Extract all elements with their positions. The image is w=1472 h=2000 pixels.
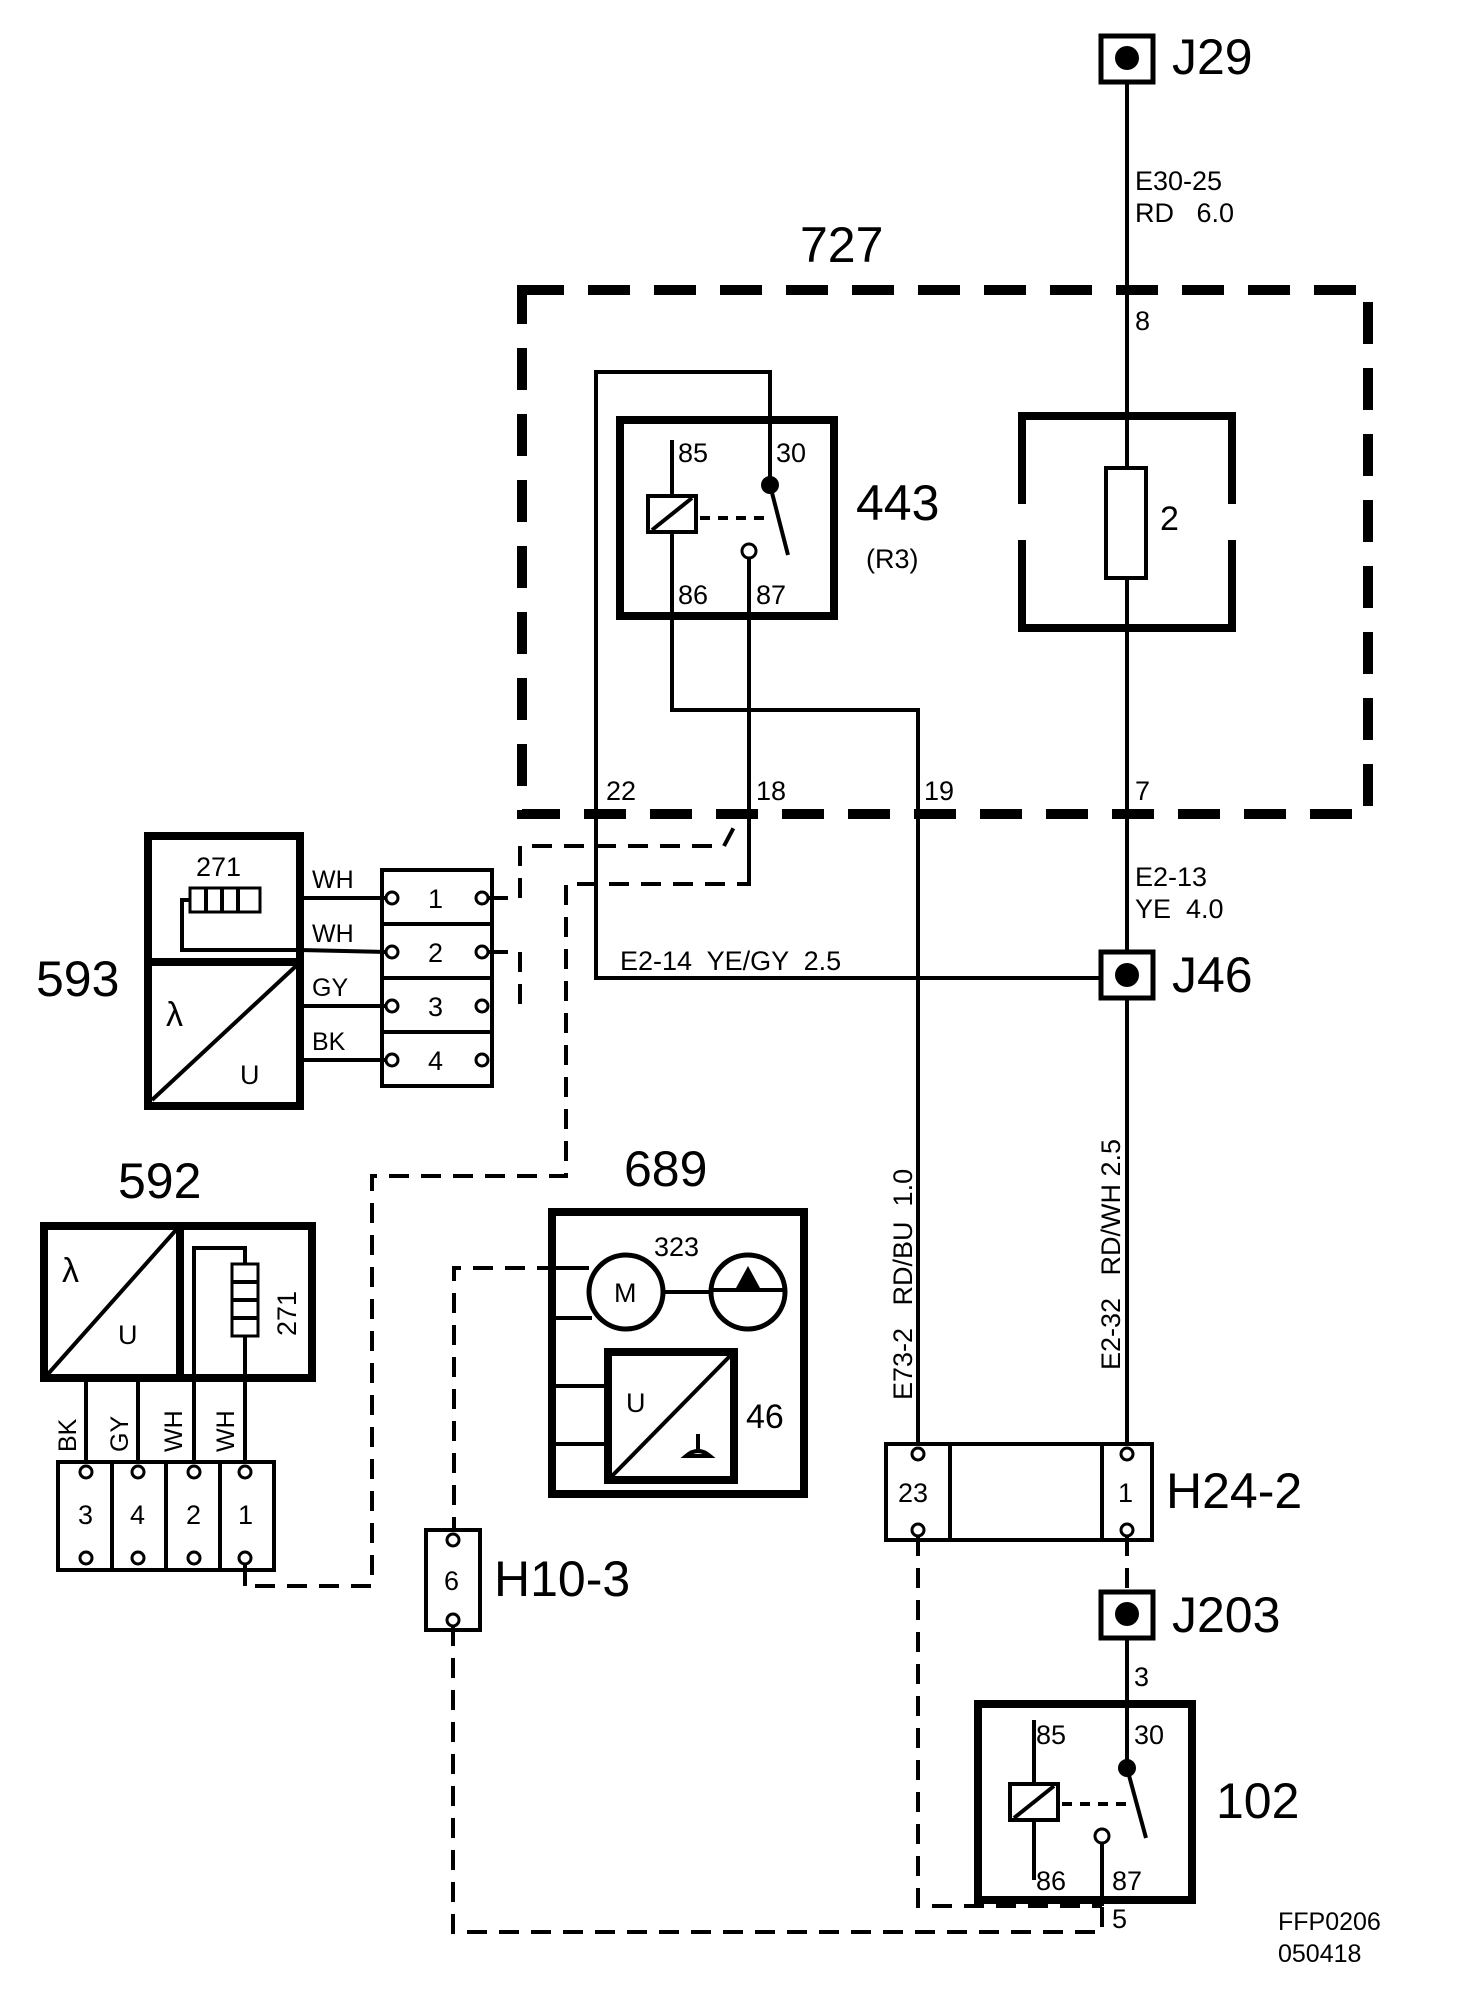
sensor-593-pin-2: 2	[428, 938, 443, 968]
wire-e30-25-spec: RD 6.0	[1135, 198, 1234, 228]
sensor-592-wire-color-3: WH	[160, 1410, 188, 1452]
sensor-593-wire-color-2: WH	[312, 920, 354, 948]
fuse-2-label: 2	[1160, 500, 1179, 538]
fuse-box-pin-19: 19	[924, 776, 954, 806]
relay-102-pin-85: 85	[1036, 1720, 1066, 1750]
oxygen-sensor-593: 271 λ U 593	[36, 832, 304, 1110]
connector-h10-pin-6: 6	[444, 1566, 459, 1596]
sensor-593-wire-color-1: WH	[312, 866, 354, 894]
fuel-pump-sender-u: U	[626, 1388, 646, 1418]
fuel-pump-unit-689: 689 323 M U 46	[548, 1141, 808, 1498]
fuel-pump-323-label: 323	[654, 1232, 699, 1262]
fuse-box-727: 727 22 18 19	[517, 217, 1373, 819]
junction-j203-label: J203	[1172, 1587, 1280, 1643]
sensor-593-wire-color-3: GY	[312, 974, 348, 1002]
sensor-592-connector: BK GY WH WH 3 4 2 1	[54, 1378, 276, 1586]
wire-e73-2-label: E73-2 RD/BU 1.0	[888, 1169, 918, 1400]
sensor-593-lambda: λ	[166, 996, 183, 1034]
fuse-2: 2	[1016, 412, 1238, 632]
sensor-593-heater: 271	[196, 852, 241, 882]
wire-e2-13-code: E2-13	[1135, 862, 1207, 892]
relay-102-pin-3: 3	[1134, 1662, 1149, 1692]
fuel-pump-number: 689	[624, 1141, 707, 1197]
sensor-592-wire-color-4: WH	[212, 1410, 240, 1452]
fuse-box-pin-18: 18	[756, 776, 786, 806]
wire-e2-13-spec: YE 4.0	[1135, 894, 1224, 924]
connector-h24-label: H24-2	[1166, 1463, 1302, 1519]
relay-102: 3 85 30 86 87 5 102	[974, 1662, 1299, 1934]
relay-443-pin-30: 30	[776, 438, 806, 468]
junction-j29-label: J29	[1172, 29, 1253, 85]
junction-j29: J29	[1098, 29, 1253, 85]
relay-443-pin-87: 87	[756, 580, 786, 610]
sensor-593-wire-color-4: BK	[312, 1028, 346, 1056]
sensor-592-pin-2: 2	[186, 1500, 201, 1530]
relay-443-pin-85: 85	[678, 438, 708, 468]
oxygen-sensor-592: 592 λ U 271	[40, 1153, 316, 1382]
fuel-pump-sender-46: 46	[746, 1398, 784, 1436]
junction-j46: J46	[1098, 947, 1253, 1003]
relay-102-pin-5: 5	[1112, 1904, 1127, 1934]
fuse-box-pin-8: 8	[1135, 306, 1150, 336]
sensor-592-pin-3: 3	[78, 1500, 93, 1530]
wire-e30-25-code: E30-25	[1135, 166, 1222, 196]
relay-102-pin-87: 87	[1112, 1866, 1142, 1896]
sensor-593-connector: 1 2 3 4 WH WH GY BK	[299, 866, 494, 1088]
fuse-box-pin-22: 22	[606, 776, 636, 806]
wire-e2-14-label: E2-14 YE/GY 2.5	[620, 946, 841, 976]
wire-e2-32-label: E2-32 RD/WH 2.5	[1096, 1139, 1126, 1370]
drawing-date: 050418	[1278, 1940, 1361, 1968]
connector-h10-label: H10-3	[494, 1551, 630, 1607]
fuse-box-number: 727	[800, 217, 883, 273]
sensor-593-u: U	[240, 1060, 260, 1090]
sensor-592-u: U	[118, 1320, 138, 1350]
sensor-592-heater: 271	[272, 1291, 302, 1336]
sensor-593-pin-3: 3	[428, 992, 443, 1022]
sensor-593-pin-1: 1	[428, 884, 443, 914]
fuel-pump-motor: M	[614, 1278, 637, 1308]
sensor-593-pin-4: 4	[428, 1046, 443, 1076]
relay-443-wiring: E2-14 YE/GY 2.5	[594, 370, 1108, 1454]
sensor-592-pin-4: 4	[130, 1500, 145, 1530]
sensor-593-number: 593	[36, 951, 119, 1007]
drawing-code: FFP0206	[1278, 1908, 1381, 1936]
junction-j46-label: J46	[1172, 947, 1253, 1003]
relay-443-number: 443	[856, 475, 939, 531]
connector-h24-pin-1: 1	[1118, 1478, 1133, 1508]
junction-j203: J203	[1098, 1587, 1280, 1643]
sensor-592-lambda: λ	[62, 1252, 79, 1290]
sensor-592-wire-color-2: GY	[106, 1416, 134, 1452]
connector-h24-2: 23 1 H24-2	[884, 1442, 1302, 1542]
sensor-592-wire-color-1: BK	[54, 1418, 82, 1452]
relay-102-pin-30: 30	[1134, 1720, 1164, 1750]
relay-102-pin-86: 86	[1036, 1866, 1066, 1896]
relay-443: 85 30 86 87 443 (R3)	[616, 416, 939, 620]
connector-h10-3: 6 H10-3	[424, 1528, 630, 1632]
relay-443-sub: (R3)	[866, 544, 919, 574]
sensor-592-pin-1: 1	[238, 1500, 253, 1530]
relay-443-pin-86: 86	[678, 580, 708, 610]
relay-102-number: 102	[1216, 1773, 1299, 1829]
connector-h24-pin-23: 23	[898, 1478, 928, 1508]
fuse-box-pin-7: 7	[1135, 776, 1150, 806]
sensor-592-number: 592	[118, 1153, 201, 1209]
